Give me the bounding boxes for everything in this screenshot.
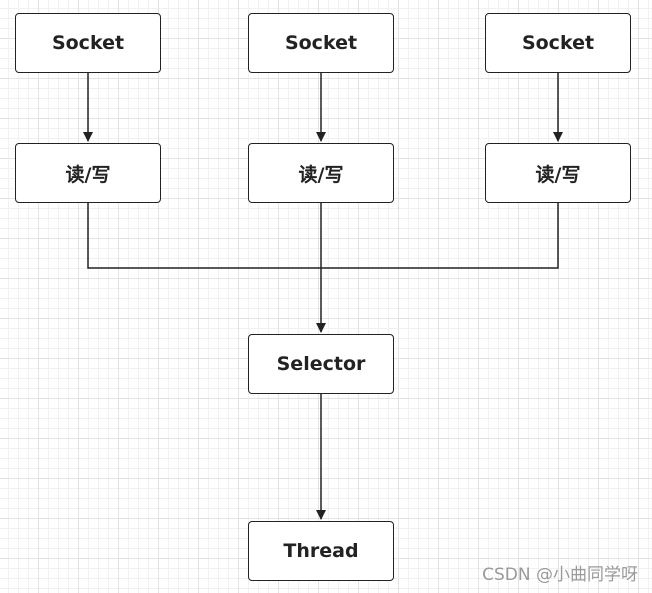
socket-node-1: Socket xyxy=(15,13,161,73)
selector-node: Selector xyxy=(248,334,394,394)
read-write-node-2: 读/写 xyxy=(248,143,394,203)
socket-node-3: Socket xyxy=(485,13,631,73)
read-write-node-1: 读/写 xyxy=(15,143,161,203)
thread-node: Thread xyxy=(248,521,394,581)
read-write-node-3: 读/写 xyxy=(485,143,631,203)
edge-rw-1-merge xyxy=(87,203,321,269)
csdn-watermark: CSDN @小曲同学呀 xyxy=(482,565,638,585)
socket-node-2: Socket xyxy=(248,13,394,73)
edge-rw-3-merge xyxy=(321,203,559,269)
